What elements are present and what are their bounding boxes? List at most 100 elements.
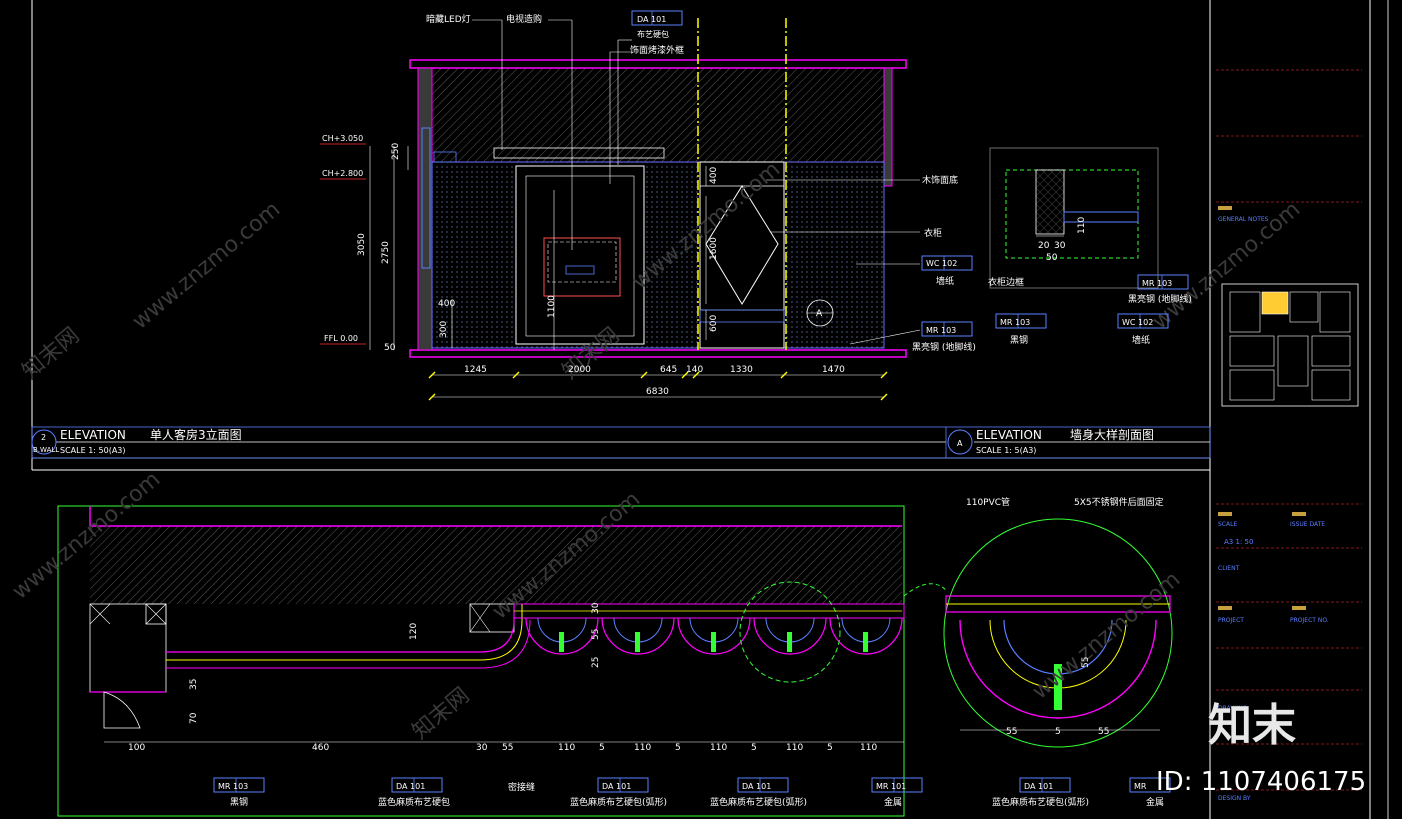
level-ch2: CH+2.800: [322, 169, 363, 178]
tag-mr103-elev: MR 103: [921, 321, 973, 337]
elevation-drawing: [409, 18, 907, 358]
watermark-site: www.znzmo.com: [128, 197, 285, 335]
dim-h: 645: [660, 365, 677, 375]
dim-v: 1100: [547, 295, 557, 318]
section-tag-da101-b: DA 101 蓝色麻质布艺硬包(弧形): [570, 777, 667, 808]
metal-fin: [787, 632, 792, 652]
detail-dim: 30: [1054, 241, 1066, 251]
watermark-brand-net: 知末网: [18, 323, 85, 385]
watermark-site: www.znzmo.com: [8, 467, 165, 605]
dim-v: 3050: [357, 233, 367, 256]
svg-text:25: 25: [591, 657, 601, 668]
section-dims-h: 100 460 30 55 110 5 110 5 110 5 110 5 11…: [128, 743, 877, 753]
svg-text:MR 103: MR 103: [1142, 279, 1172, 288]
metal-fin: [559, 632, 564, 652]
detail-tag-mr103b: MR 103: [995, 313, 1047, 329]
detail-label-black: 黑钢: [1010, 334, 1028, 346]
metal-fin: [711, 632, 716, 652]
circle-tag-da101: DA 101 蓝色麻质布艺硬包(弧形): [992, 777, 1089, 808]
title-right-num: A: [957, 439, 963, 448]
title-right-scale: SCALE 1: 5(A3): [976, 446, 1036, 455]
detail-tag-mr103: MR 103: [1137, 274, 1189, 290]
circle-dim: 5: [1055, 727, 1061, 737]
detail-label-wall: 墙纸: [1132, 334, 1150, 346]
fabric-arc-outer: [753, 617, 827, 655]
section-dims-v: 35 70 120 30 55 25: [189, 602, 601, 724]
title-left-num: 2: [41, 433, 46, 442]
dim-h: 1470: [822, 365, 845, 375]
watermarks: www.znzmo.com www.znzmo.com www.znzmo.co…: [8, 157, 1305, 745]
svg-text:35: 35: [189, 679, 199, 690]
svg-text:MR 103: MR 103: [926, 326, 956, 335]
section-marker-label: A: [816, 309, 823, 319]
section-drawing: [57, 505, 905, 817]
svg-text:110: 110: [860, 743, 877, 753]
section-label-fabric-arc: 蓝色麻质布艺硬包(弧形): [570, 796, 667, 808]
svg-text:5: 5: [675, 743, 681, 753]
dim-v: 400: [709, 167, 719, 184]
circle-detail: [903, 518, 1173, 748]
dim-h: 2000: [568, 365, 591, 375]
circle-label-fabric-arc: 蓝色麻质布艺硬包(弧形): [992, 796, 1089, 808]
svg-text:5: 5: [599, 743, 605, 753]
title-right-cn: 墙身大样剖面图: [1070, 427, 1154, 442]
watermark-brand-net: 知末网: [408, 683, 475, 745]
title-left: ELEVATION: [60, 428, 126, 442]
svg-text:110: 110: [786, 743, 803, 753]
section-label-metal: 金属: [884, 796, 902, 808]
fabric-arc-outer: [601, 617, 675, 655]
title-left-sheet: B.WALL: [33, 446, 59, 454]
watermark-site: www.znzmo.com: [1028, 567, 1185, 705]
dim-h: 1330: [730, 365, 753, 375]
sidebar-scale: SCALE: [1218, 521, 1237, 528]
detail-callout-circle: [739, 581, 841, 683]
circle-label-steel: 5X5不锈钢件后面固定: [1074, 496, 1164, 508]
circle-label-pvc: 110PVC管: [966, 496, 1010, 508]
detail-tag-wc102: WC 102: [1117, 313, 1169, 329]
section-arcs: [525, 581, 903, 683]
sidebar-project: PROJECT: [1218, 617, 1244, 624]
dim-v: 600: [709, 315, 719, 332]
dim-v: 1600: [709, 237, 719, 260]
section-tag-da101-c: DA 101 蓝色麻质布艺硬包(弧形): [710, 777, 807, 808]
dim-v: 300: [439, 321, 449, 338]
sidebar-color-chips: [1218, 206, 1306, 610]
section-label-black: 黑钢: [230, 796, 248, 808]
sidebar-keyplan: [1221, 283, 1359, 407]
detail-label-edge: 衣柜边框: [988, 276, 1024, 288]
dim-h: 140: [686, 365, 703, 375]
circle-dim: 55: [1081, 657, 1091, 668]
svg-text:5: 5: [827, 743, 833, 753]
sidebar-project-no: PROJECT NO.: [1290, 617, 1329, 624]
svg-text:DA 101: DA 101: [637, 15, 666, 24]
section-label-fabric-arc: 蓝色麻质布艺硬包(弧形): [710, 796, 807, 808]
label-led: 暗藏LED灯: [426, 13, 471, 25]
svg-text:WC 102: WC 102: [1122, 318, 1153, 327]
fabric-arc-outer: [525, 617, 599, 655]
section-tag-mr101: MR 101 金属: [871, 777, 923, 808]
tag-da101-top: DA 101 布艺硬包: [631, 10, 683, 39]
label-wardrobe: 衣柜: [924, 227, 942, 239]
title-left-scale: SCALE 1: 50(A3): [60, 446, 126, 455]
level-ffl: FFL 0.00: [324, 334, 358, 343]
elevation-dim-ticks: [428, 371, 888, 401]
svg-text:DA 101: DA 101: [1024, 782, 1053, 791]
svg-text:100: 100: [128, 743, 145, 753]
svg-text:110: 110: [558, 743, 575, 753]
svg-text:MR 101: MR 101: [876, 782, 906, 791]
svg-text:120: 120: [409, 623, 419, 640]
level-markers: [320, 143, 366, 345]
label-black-steel: 黑亮钢 (地脚线): [912, 341, 976, 353]
level-ch1: CH+3.050: [322, 134, 363, 143]
watermark-site: www.znzmo.com: [488, 487, 645, 625]
metal-fin: [863, 632, 868, 652]
svg-text:55: 55: [502, 743, 513, 753]
circle-label-metal: 金属: [1146, 796, 1164, 808]
dim-v: 400: [438, 299, 455, 309]
section-tag-da101-a: DA 101 蓝色麻质布艺硬包: [378, 777, 450, 808]
section-tag-mr103: MR 103 黑钢: [213, 777, 265, 808]
title-left-cn: 单人客房3立面图: [150, 427, 242, 442]
title-bars: [31, 426, 1211, 459]
sidebar-lines: [1216, 69, 1362, 791]
